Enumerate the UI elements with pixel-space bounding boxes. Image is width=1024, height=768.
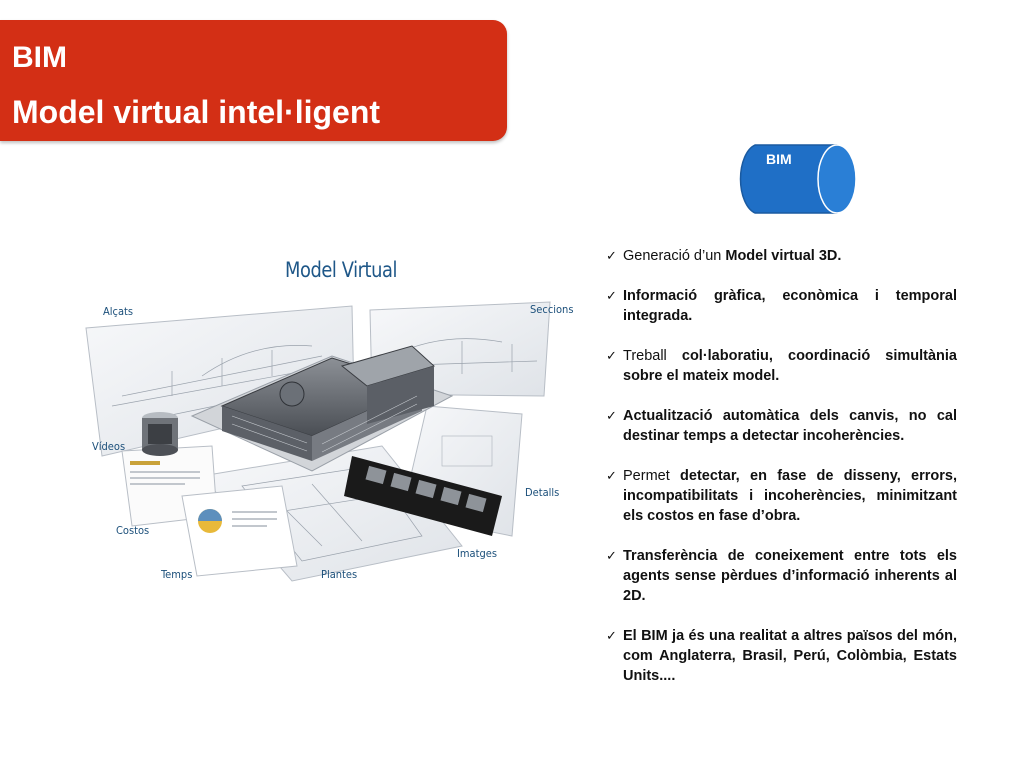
list-item: ✓Generació d’un Model virtual 3D. xyxy=(606,248,842,264)
list-item: ✓Actualització automàtica dels canvis, n… xyxy=(606,408,957,444)
checkmark-icon: ✓ xyxy=(606,408,617,423)
label-seccions: Seccions xyxy=(530,303,574,316)
checkmark-icon: ✓ xyxy=(606,248,617,263)
checkmark-icon: ✓ xyxy=(606,288,617,303)
checkmark-icon: ✓ xyxy=(606,548,617,563)
label-videos: Vídeos xyxy=(92,440,126,453)
label-temps: Temps xyxy=(161,568,193,581)
checkmark-icon: ✓ xyxy=(606,628,617,643)
figure-title: Model Virtual xyxy=(285,258,398,282)
label-plantes: Plantes xyxy=(321,568,358,581)
slide-subtitle: Model virtual intel·ligent xyxy=(12,94,381,130)
bullet-list: ✓Generació d’un Model virtual 3D. ✓Infor… xyxy=(606,246,957,706)
list-item: ✓El BIM ja és una realitat a altres païs… xyxy=(606,628,957,684)
model-virtual-illustration xyxy=(85,301,551,582)
checkmark-icon: ✓ xyxy=(606,468,617,483)
slide-title: BIM xyxy=(12,41,67,74)
cylinder-label: BIM xyxy=(766,151,792,167)
label-detalls: Detalls xyxy=(525,486,560,499)
label-alcats: Alçats xyxy=(103,305,134,318)
list-item: ✓Transferència de coneixement entre tots… xyxy=(606,548,957,604)
list-item: ✓Informació gràfica, econòmica i tempora… xyxy=(606,288,957,324)
title-banner xyxy=(0,20,507,141)
list-item: ✓Treball col·laboratiu, coordinació simu… xyxy=(606,348,957,384)
bim-cylinder-shape xyxy=(739,144,857,214)
checkmark-icon: ✓ xyxy=(606,348,617,363)
list-item: ✓Permet detectar, en fase de disseny, er… xyxy=(606,468,957,524)
label-costos: Costos xyxy=(116,524,150,537)
label-imatges: Imatges xyxy=(457,547,498,560)
